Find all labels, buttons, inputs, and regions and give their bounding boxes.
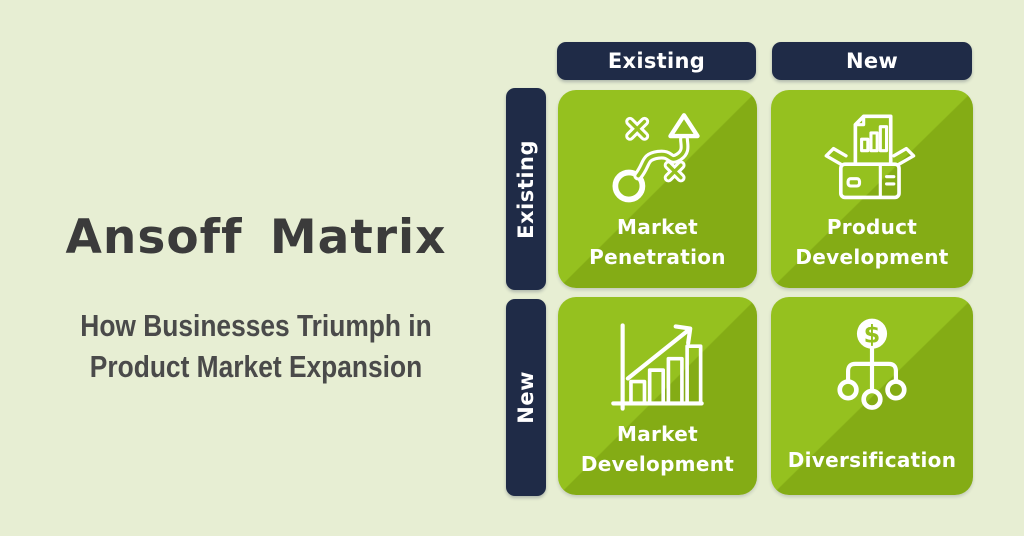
strategy-path-icon	[606, 108, 710, 212]
dollar-network-icon: $	[820, 315, 924, 419]
page-title: Ansoff Matrix	[65, 210, 447, 265]
product-box-icon	[820, 108, 924, 212]
row-header-new: New	[506, 299, 546, 496]
dollar-symbol: $	[864, 321, 881, 349]
quadrant-label-diversification: Diversification	[787, 448, 957, 472]
quadrant-market-penetration: Market Penetration	[558, 90, 757, 288]
page-subtitle: How Businesses Triumph in Product Market…	[38, 306, 473, 388]
quadrant-label-market-development: Market Development	[580, 422, 735, 476]
quadrant-diversification: $ Diversification	[771, 297, 973, 495]
column-header-existing-label: Existing	[607, 49, 706, 73]
subtitle-line-1: How Businesses Triumph in	[80, 308, 432, 343]
column-header-new-label: New	[845, 49, 899, 73]
quadrant-product-development: Product Development	[771, 90, 973, 288]
subtitle-line-2: Product Market Expansion	[89, 348, 423, 384]
quadrant-label-product-development: Product Development	[795, 215, 949, 269]
hero-section: Ansoff Matrix How Businesses Triumph in …	[38, 210, 473, 388]
quadrant-label-market-penetration: Market Penetration	[589, 215, 726, 269]
row-header-existing: Existing	[506, 88, 546, 290]
growth-chart-icon	[606, 315, 710, 419]
quadrant-market-development: Market Development	[558, 297, 757, 495]
row-header-existing-label: Existing	[514, 139, 538, 239]
column-header-existing: Existing	[557, 42, 756, 80]
row-header-new-label: New	[514, 371, 538, 424]
column-header-new: New	[772, 42, 972, 80]
